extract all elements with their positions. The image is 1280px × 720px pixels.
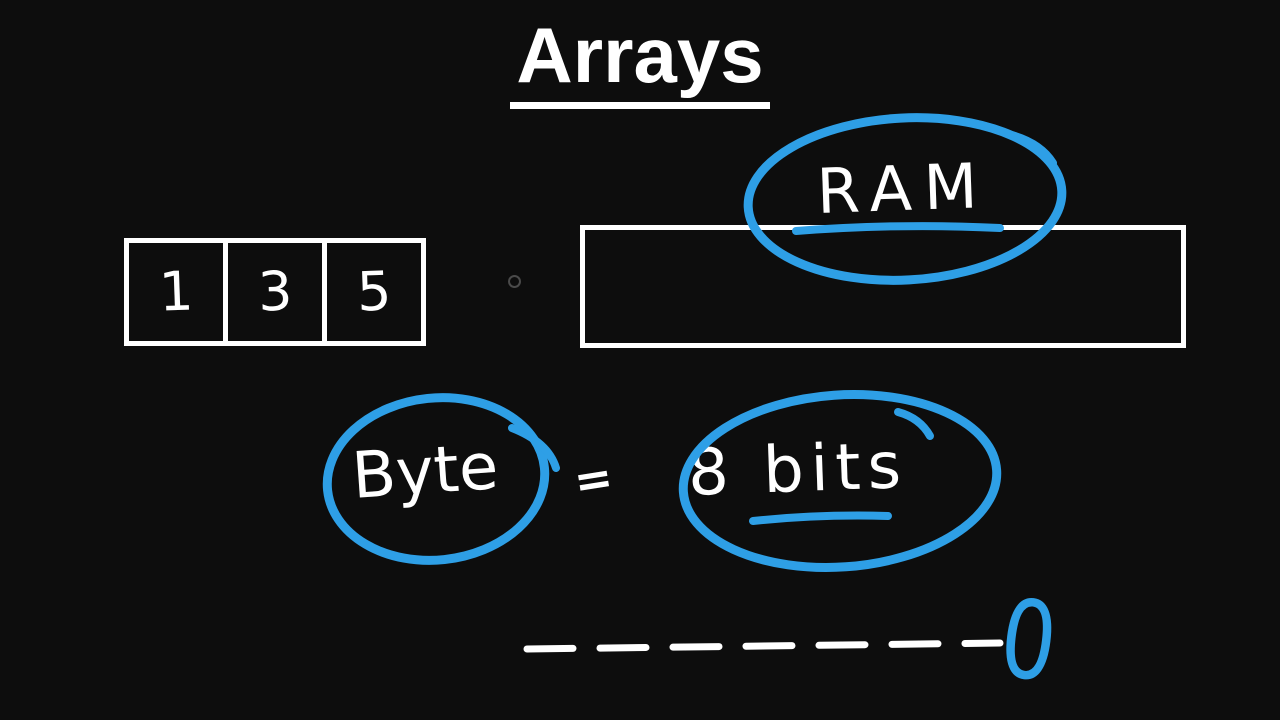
zero-digit: 0 <box>993 576 1064 707</box>
array-cell-value: 5 <box>355 259 393 324</box>
bit-underline-marker <box>749 511 892 525</box>
page-title: Arrays <box>0 16 1280 109</box>
array-cell-value: 1 <box>157 259 195 324</box>
dashed-line <box>523 639 1004 653</box>
array-cell: 5 <box>327 243 421 341</box>
stray-dot <box>508 275 521 288</box>
ram-label: RAM <box>815 149 991 228</box>
page-title-text: Arrays <box>510 16 770 109</box>
bits-label: 8 bits <box>686 429 910 511</box>
equals-sign: = <box>570 449 617 509</box>
array-cell: 3 <box>228 243 327 341</box>
array-diagram: 1 3 5 <box>124 238 426 346</box>
ram-rectangle <box>580 225 1186 348</box>
array-cell-value: 3 <box>256 259 294 324</box>
byte-label: Byte <box>349 429 501 515</box>
array-cell: 1 <box>129 243 228 341</box>
byte-circle-tail <box>508 424 560 472</box>
